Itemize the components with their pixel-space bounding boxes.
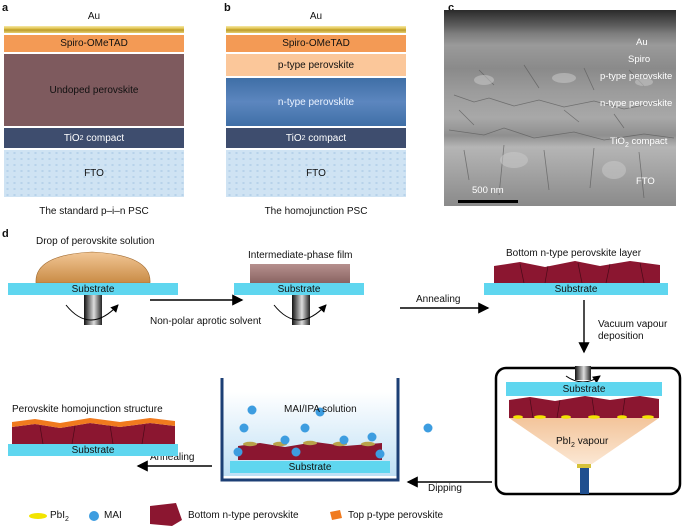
panel-b-fto-layer: FTO — [226, 150, 406, 197]
sem-label-au: Au — [636, 37, 648, 48]
homojunction-label: Perovskite homojunction structure — [12, 404, 163, 415]
chamber-grain-boundaries — [529, 397, 626, 419]
evaporation-source — [580, 468, 589, 494]
substrate-homojunction: Substrate — [8, 444, 178, 456]
grain-boundaries-3 — [519, 262, 645, 284]
spin-chuck-1 — [84, 295, 102, 325]
substrate-bath: Substrate — [230, 461, 390, 473]
scale-bar — [458, 200, 518, 203]
legend-mai-label: MAI — [104, 510, 122, 521]
rotation-arrow-2 — [273, 304, 327, 321]
step-annealing-label: Annealing — [416, 294, 461, 305]
perovskite-drop — [35, 251, 151, 284]
panel-b-au-layer — [226, 26, 406, 33]
substrate-3: Substrate — [484, 283, 668, 295]
chamber-perovskite — [509, 396, 659, 418]
mai-solution-label: MAI/IPA solution — [284, 404, 357, 415]
homojunction-ptype — [12, 418, 175, 428]
sem-label-fto: FTO — [636, 176, 655, 187]
panel-b-ntype-layer: n-type perovskite — [226, 78, 406, 126]
panel-d-letter: d — [2, 228, 9, 240]
legend-pbi2-label: PbI2 — [50, 510, 69, 523]
panel-a-caption: The standard p–i–n PSC — [39, 206, 149, 217]
homojunction-grain-boundaries — [39, 424, 146, 445]
bottom-layer-label: Bottom n-type perovskite layer — [506, 248, 642, 259]
legend-top-label: Top p-type perovskite — [348, 510, 444, 521]
sem-label-tio2: TiO2 compact — [610, 136, 668, 149]
panel-b-caption: The homojunction PSC — [264, 206, 368, 217]
legend-mai-icon — [89, 511, 99, 521]
substrate-chamber: Substrate — [506, 382, 662, 396]
chamber-pbi2-particles — [513, 415, 654, 419]
panel-b-au-label: Au — [309, 10, 323, 22]
pbi2-vapour-label: PbI2 vapour — [556, 436, 609, 449]
sem-texture — [448, 64, 675, 203]
bath-perovskite — [238, 442, 382, 460]
panel-a-undoped-layer: Undoped perovskite — [4, 54, 184, 126]
sem-label-spiro: Spiro — [628, 54, 651, 65]
bath-pbi2-particles — [243, 440, 375, 447]
legend-bottom-label: Bottom n-type perovskite — [188, 510, 299, 521]
evaporation-source-top — [577, 464, 591, 468]
homojunction-ntype — [12, 423, 175, 444]
step-dipping-label: Dipping — [428, 483, 462, 494]
intermediate-label: Intermediate-phase film — [248, 250, 353, 261]
legend-top-icon — [330, 510, 342, 520]
sem-label-ntype: n-type perovskite — [600, 98, 673, 109]
substrate-1: Substrate — [8, 283, 178, 295]
legend-pbi2-icon — [29, 513, 47, 519]
step-solvent-label: Non-polar aprotic solvent — [150, 316, 262, 327]
panel-a-fto-layer: FTO — [4, 150, 184, 197]
chamber-rotor — [575, 366, 591, 380]
scale-bar-label: 500 nm — [472, 185, 504, 196]
bottom-ntype-layer — [494, 261, 660, 283]
rotation-arrow-1 — [65, 304, 119, 321]
sem-label-ptype: p-type perovskite — [600, 71, 673, 82]
panel-a-spiro-layer: Spiro-OMeTAD — [4, 35, 184, 52]
drop-label: Drop of perovskite solution — [36, 236, 155, 247]
sem-cross-section-image: Au Spiro p-type perovskite n-type perovs… — [444, 10, 676, 206]
step-annealing2-label: Annealing — [150, 452, 195, 463]
spin-chuck-2 — [292, 295, 310, 325]
legend-bottom-icon — [150, 503, 182, 526]
intermediate-film — [250, 264, 350, 283]
panel-b-letter: b — [224, 2, 231, 14]
substrate-2: Substrate — [234, 283, 364, 295]
panel-c-letter: c — [448, 2, 455, 14]
panel-a-letter: a — [2, 2, 9, 14]
step-vacuum-label: Vacuum vapour deposition — [598, 319, 668, 342]
panel-a-au-label: Au — [87, 10, 101, 22]
panel-a-au-layer — [4, 26, 184, 33]
panel-b-spiro-layer: Spiro-OMeTAD — [226, 35, 406, 52]
panel-b-ptype-layer: p-type perovskite — [226, 54, 406, 76]
